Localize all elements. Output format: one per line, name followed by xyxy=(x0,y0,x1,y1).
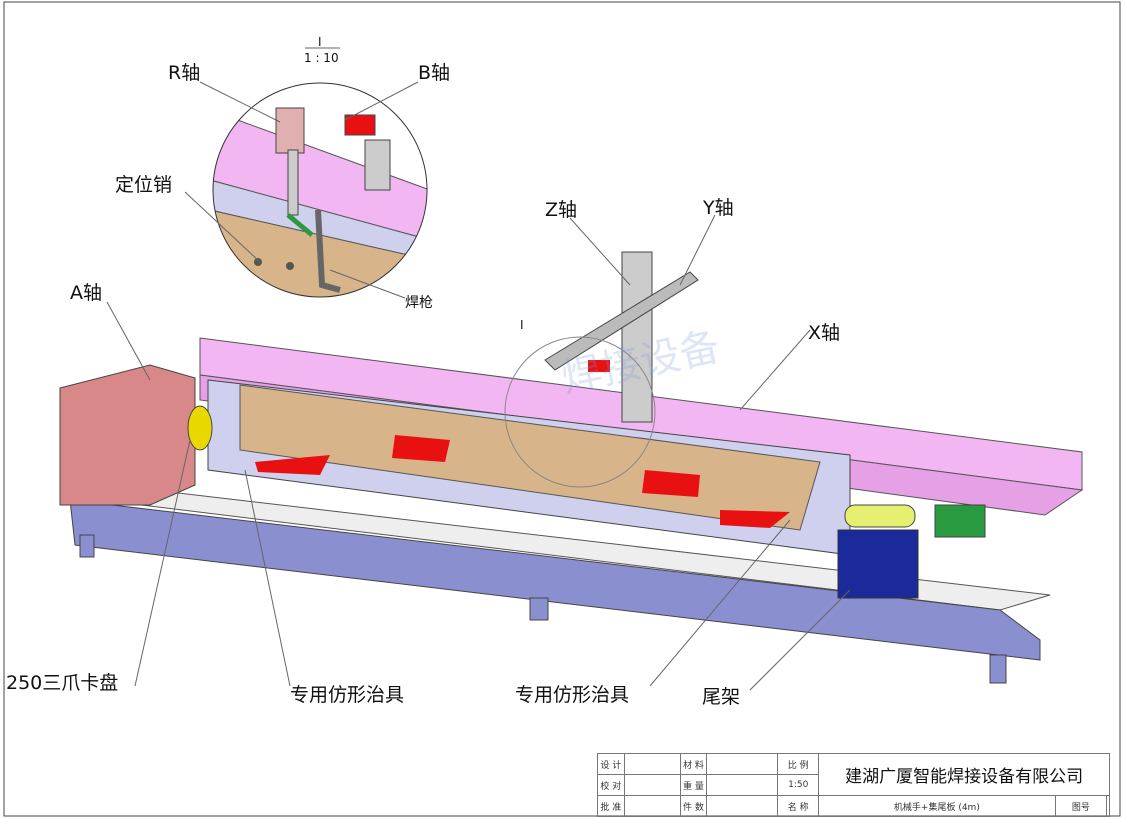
label-fixture-2: 专用仿形治具 xyxy=(515,684,630,706)
tb-approve: 批 准 xyxy=(597,795,625,817)
label-fixture-1: 专用仿形治具 xyxy=(290,684,405,706)
tb-name-label: 名 称 xyxy=(777,795,820,817)
label-z-axis: Z轴 xyxy=(545,199,578,221)
tb-quantity: 件 数 xyxy=(679,795,708,817)
tailstock xyxy=(837,529,919,599)
detail-view xyxy=(213,83,427,297)
label-torch: 焊枪 xyxy=(405,295,433,311)
label-locating-pin: 定位销 xyxy=(115,174,173,196)
a-axis-motor xyxy=(59,364,196,506)
label-y-axis: Y轴 xyxy=(703,197,734,219)
label-b-axis: B轴 xyxy=(418,62,451,84)
tb-design: 设 计 xyxy=(597,753,625,775)
tb-check: 校 对 xyxy=(597,774,625,796)
leader-lines xyxy=(106,47,851,691)
detail-circle-small xyxy=(504,336,656,488)
detail-ref: I xyxy=(318,35,322,49)
tb-scale: 1:50 xyxy=(777,774,820,796)
sheet-border xyxy=(3,1,1121,817)
label-chuck: 250三爪卡盘 xyxy=(6,672,119,694)
tb-drawing-no: 图号 xyxy=(1054,795,1108,817)
label-r-axis: R轴 xyxy=(168,62,201,84)
tb-material: 材 料 xyxy=(679,753,708,775)
label-x-axis: X轴 xyxy=(808,322,841,344)
detail-scale: 1 : 10 xyxy=(304,51,339,65)
tb-weight: 重 量 xyxy=(679,774,708,796)
tb-company: 建湖广厦智能焊接设备有限公司 xyxy=(818,753,1110,796)
detail-circle xyxy=(212,82,428,298)
title-block: 设 计 材 料 比 例建湖广厦智能焊接设备有限公司 校 对 重 量 1:50 批 准 件 … xyxy=(597,753,1110,817)
tb-name: 机械手+集尾板 (4m) xyxy=(818,795,1056,817)
chuck xyxy=(187,405,213,451)
label-a-axis: A轴 xyxy=(70,282,102,304)
tb-scale-label: 比 例 xyxy=(777,753,820,775)
detail-ref-2: I xyxy=(520,318,524,332)
z-axis-column xyxy=(621,251,653,423)
label-tailstock: 尾架 xyxy=(702,686,741,708)
y-axis-arm xyxy=(544,271,699,371)
